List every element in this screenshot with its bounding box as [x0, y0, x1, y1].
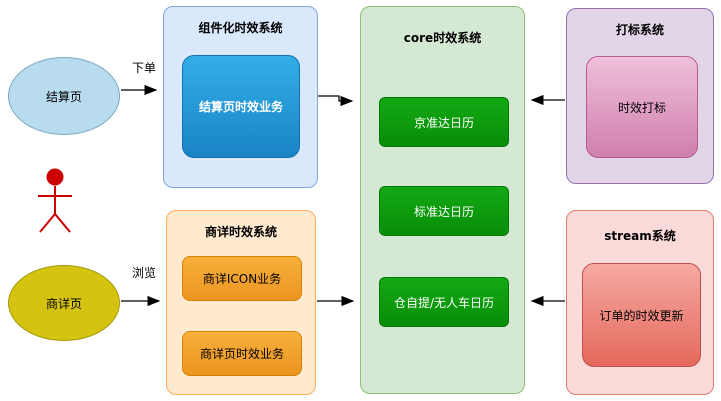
standard-calendar-label: 标准达日历 [413, 204, 474, 219]
product-icon-service-label: 商详ICON业务 [202, 272, 282, 286]
stream-system-title: stream系统 [604, 229, 676, 243]
core-system-title: core时效系统 [403, 31, 482, 45]
pickup-calendar-box: 仓自提/无人车日历 [379, 277, 509, 327]
tagging-service-box: 时效打标 [586, 56, 698, 158]
product-system-title: 商详时效系统 [204, 225, 277, 239]
product-page-service-label: 商详页时效业务 [199, 347, 284, 361]
settlement-page-label: 结算页 [45, 89, 82, 104]
jzd-calendar-label: 京准达日历 [413, 115, 474, 130]
order-update-service-box: 订单的时效更新 [582, 263, 701, 367]
stream-system-container: stream系统 订单的时效更新 [566, 210, 714, 395]
product-icon-service-box: 商详ICON业务 [182, 256, 302, 301]
edge-label-order: 下单 [131, 61, 156, 75]
jzd-calendar-box: 京准达日历 [379, 97, 509, 147]
component-system-title: 组件化时效系统 [198, 21, 283, 35]
core-system-container: core时效系统 京准达日历 标准达日历 仓自提/无人车日历 [360, 6, 525, 394]
pickup-calendar-label: 仓自提/无人车日历 [393, 295, 495, 310]
component-system-container: 组件化时效系统 结算页时效业务 [163, 6, 318, 188]
settlement-service-label: 结算页时效业务 [198, 100, 283, 114]
settlement-service-box: 结算页时效业务 [182, 55, 300, 158]
edge-label-browse: 浏览 [131, 266, 156, 280]
tagging-service-label: 时效打标 [617, 100, 666, 115]
product-page-label: 商详页 [45, 296, 82, 311]
order-update-service-label: 订单的时效更新 [599, 308, 684, 323]
user-actor-icon [38, 168, 72, 233]
tagging-system-title: 打标系统 [615, 23, 664, 37]
standard-calendar-box: 标准达日历 [379, 186, 509, 236]
product-page-service-box: 商详页时效业务 [182, 331, 302, 376]
product-system-container: 商详时效系统 商详ICON业务 商详页时效业务 [166, 210, 316, 395]
tagging-system-container: 打标系统 时效打标 [566, 8, 714, 184]
product-page-ellipse: 商详页 [8, 265, 120, 341]
arrow-component-to-core [318, 95, 354, 107]
settlement-page-ellipse: 结算页 [8, 57, 120, 135]
